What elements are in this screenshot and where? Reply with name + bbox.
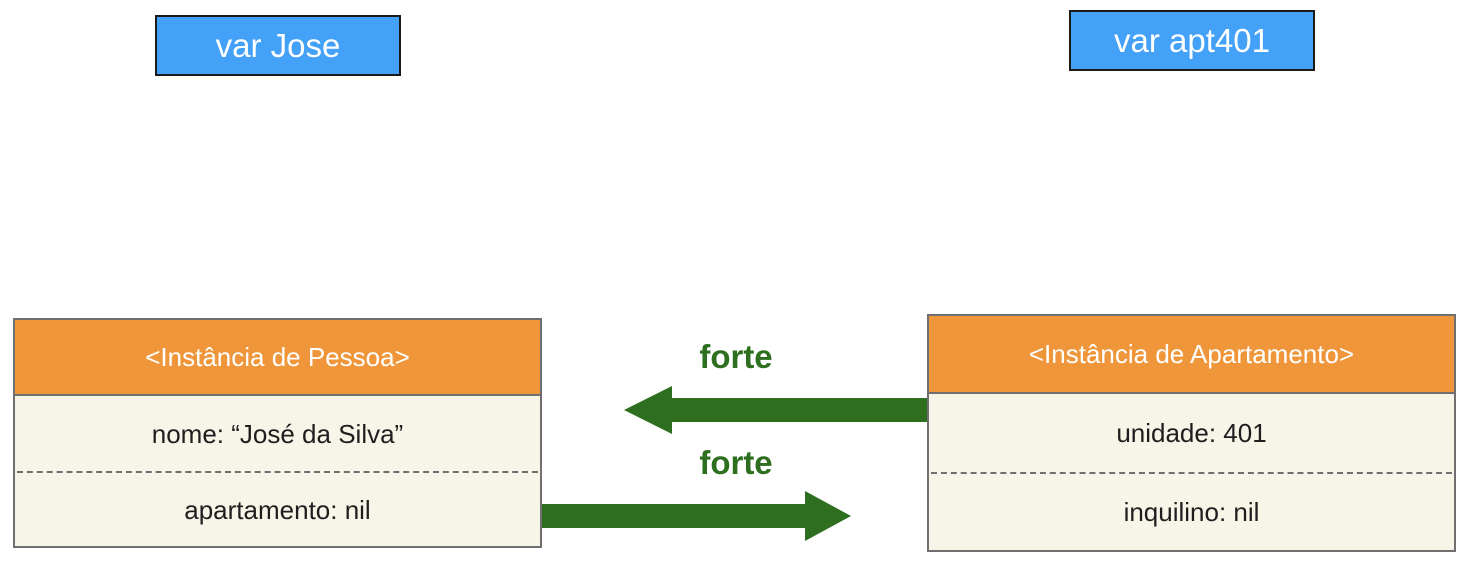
pessoa-instance-box: <Instância de Pessoa> nome: “José da Sil… bbox=[13, 318, 542, 548]
apartamento-inquilino-text: inquilino: nil bbox=[1123, 496, 1260, 527]
pessoa-apartamento-text: apartamento: nil bbox=[184, 494, 371, 525]
pessoa-apartamento-field: apartamento: nil bbox=[15, 472, 540, 548]
pessoa-nome-field: nome: “José da Silva” bbox=[15, 396, 540, 472]
pessoa-instance-header: <Instância de Pessoa> bbox=[15, 320, 540, 396]
apartamento-unidade-text: unidade: 401 bbox=[1116, 417, 1267, 448]
variable-jose-label: var Jose bbox=[215, 26, 341, 64]
apartamento-unidade-field: unidade: 401 bbox=[929, 394, 1454, 472]
strong-arrow-pessoa-to-apartamento bbox=[542, 491, 851, 541]
variable-apt401-box: var apt401 bbox=[1069, 10, 1315, 71]
variable-apt401-label: var apt401 bbox=[1114, 21, 1270, 59]
strong-reference-label-bottom: forte bbox=[699, 444, 773, 481]
apartamento-field-divider bbox=[931, 472, 1452, 474]
strong-reference-label-top: forte bbox=[699, 338, 773, 375]
pessoa-field-divider bbox=[17, 471, 538, 473]
variable-jose-box: var Jose bbox=[155, 15, 401, 76]
apartamento-instance-title: <Instância de Apartamento> bbox=[1028, 338, 1355, 369]
strong-arrow-apartamento-to-pessoa bbox=[624, 386, 927, 434]
pessoa-nome-text: nome: “José da Silva” bbox=[151, 418, 404, 449]
apartamento-instance-header: <Instância de Apartamento> bbox=[929, 316, 1454, 394]
apartamento-inquilino-field: inquilino: nil bbox=[929, 472, 1454, 552]
apartamento-instance-box: <Instância de Apartamento> unidade: 401 … bbox=[927, 314, 1456, 552]
pessoa-instance-title: <Instância de Pessoa> bbox=[145, 341, 410, 372]
